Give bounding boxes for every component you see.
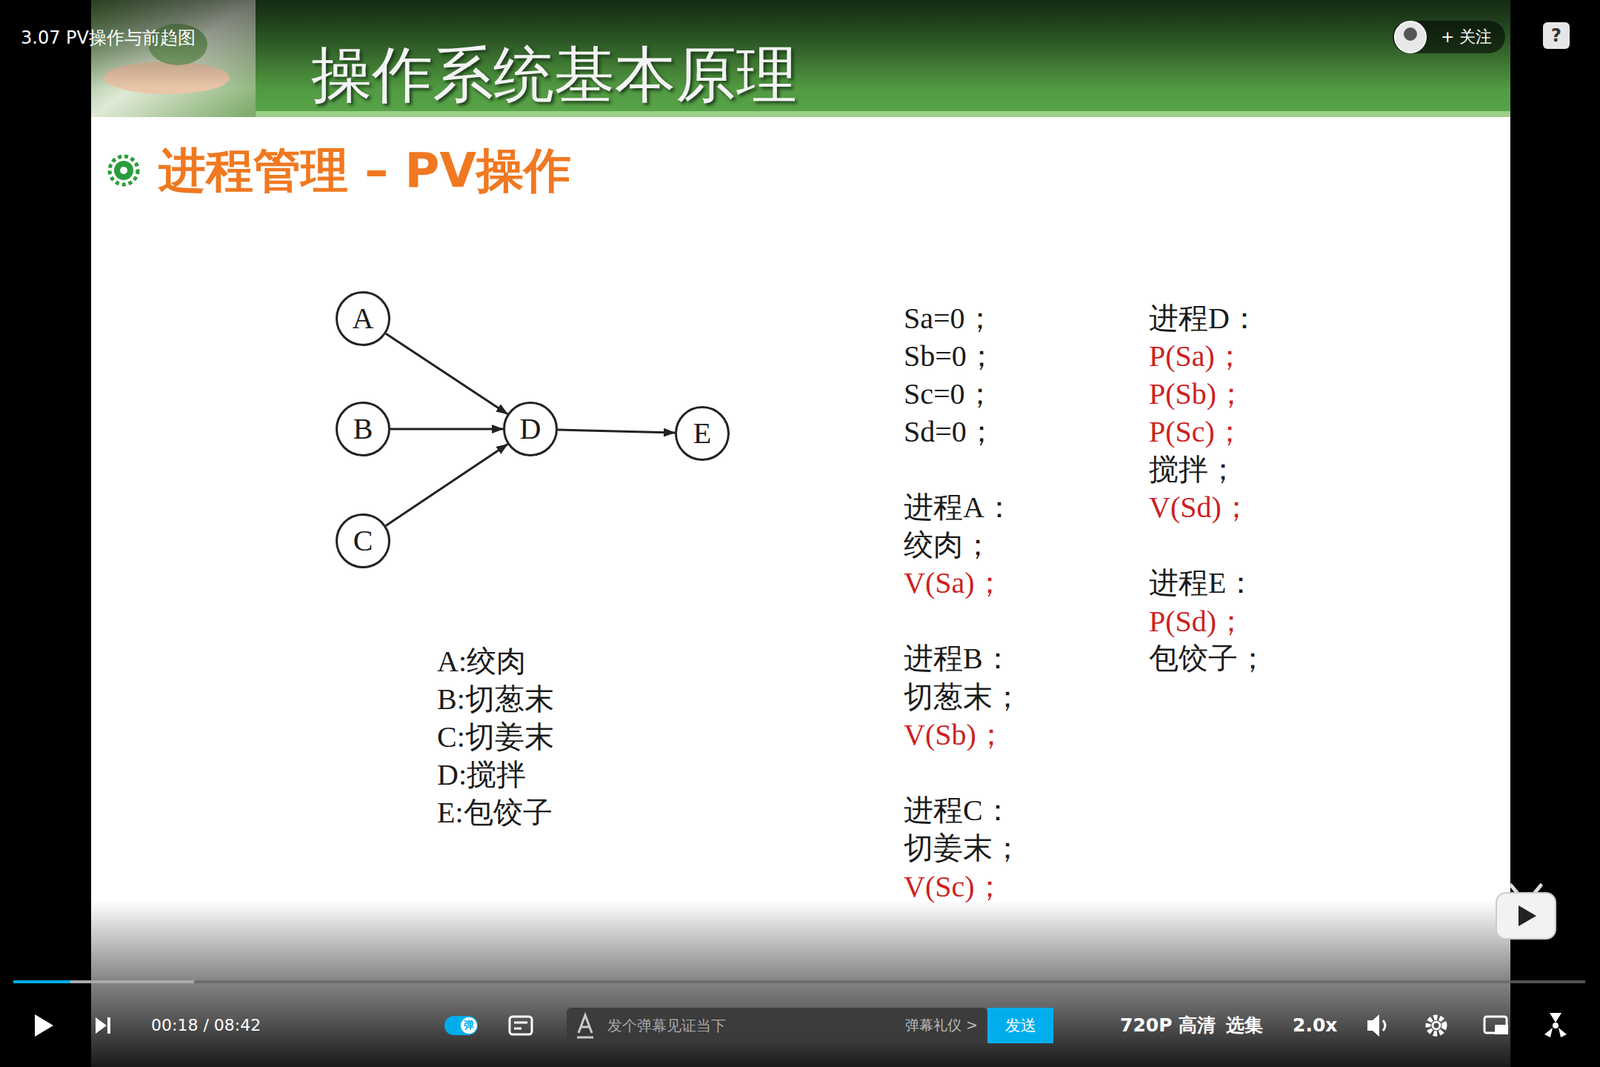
progress-played <box>13 980 71 983</box>
precedence-arrow <box>385 333 508 414</box>
settings-hole <box>1432 1021 1440 1029</box>
follow-button: + 关注 <box>1440 26 1492 48</box>
icon-blades <box>1544 1012 1567 1038</box>
code-line: V(Sc)； <box>903 868 1005 906</box>
top-shade <box>0 0 1600 89</box>
code-line: P(Sc)； <box>1148 413 1245 451</box>
next-bar <box>107 1017 111 1034</box>
process-circle: D <box>502 401 558 457</box>
icon-line <box>514 1021 528 1024</box>
icon-ring <box>109 156 138 185</box>
banner-edge <box>91 111 1511 118</box>
legend-line: E:包饺子 <box>437 794 553 832</box>
code-line: P(Sd)； <box>1148 602 1246 640</box>
legend-line: C:切姜末 <box>437 718 555 756</box>
danmu-toggle <box>444 1015 478 1035</box>
send-label: 发送 <box>1005 1015 1037 1035</box>
tv-play <box>1518 905 1537 926</box>
slide-heading: 进程管理 – PV操作 <box>158 140 572 200</box>
node-letter: A <box>352 303 375 334</box>
danmu-placeholder: 发个弹幕见证当下 <box>607 1016 726 1035</box>
avatar <box>1394 21 1426 53</box>
code-line: Sa=0； <box>903 300 995 338</box>
follow-pill <box>1392 20 1506 54</box>
tv-body <box>1496 892 1556 939</box>
extra-icon <box>1544 1012 1567 1038</box>
code-line: Sd=0； <box>903 413 997 451</box>
episode-button: 选集 <box>1225 1013 1263 1037</box>
icon-line <box>514 1027 522 1030</box>
pip-inner <box>1494 1024 1509 1035</box>
precedence-arrow <box>385 444 508 526</box>
legend-line: A:绞肉 <box>437 642 526 680</box>
node-letter: D <box>520 414 542 444</box>
code-line: V(Sb)； <box>903 716 1006 754</box>
code-line: P(Sb)； <box>1148 375 1246 413</box>
code-line: Sc=0； <box>903 375 995 413</box>
danmu-settings-icon <box>509 1016 532 1035</box>
course-banner-title: 操作系统基本原理 <box>311 37 798 115</box>
bottom-shade <box>0 900 1600 1067</box>
volume-wave <box>1382 1020 1386 1031</box>
danmu-etiquette: 弹幕礼仪 > <box>905 1016 978 1035</box>
next-icon <box>95 1017 107 1034</box>
video-title: 3.07 PV操作与前趋图 <box>20 26 196 49</box>
play-icon <box>34 1014 54 1037</box>
code-line: P(Sa)； <box>1148 337 1245 375</box>
code-line: 进程C： <box>903 791 1013 829</box>
process-circle: C <box>335 513 391 569</box>
node-letter: B <box>353 414 374 444</box>
icon-hole <box>120 166 128 175</box>
legend-line: D:搅拌 <box>437 756 526 794</box>
send-button <box>987 1007 1054 1043</box>
code-line: 搅拌； <box>1148 451 1238 489</box>
process-circle: E <box>674 405 730 461</box>
precedence-arrow <box>390 428 503 431</box>
font-icon <box>577 1014 594 1038</box>
icon-core <box>114 160 134 180</box>
quality-button: 720P 高清 <box>1120 1013 1216 1037</box>
settings-icon <box>1428 1017 1445 1034</box>
code-line: 包饺子； <box>1148 640 1268 678</box>
code-line: Sb=0； <box>903 337 997 375</box>
danmu-switch: 弹 <box>463 1018 475 1032</box>
code-line: 进程E： <box>1148 564 1256 602</box>
node-letter: C <box>353 525 374 556</box>
avatar-head <box>1403 27 1418 41</box>
node-letter: E <box>693 418 712 449</box>
code-line: 进程A： <box>903 488 1015 526</box>
heading-icon <box>109 156 138 185</box>
help-icon <box>1542 22 1570 49</box>
code-line: V(Sd)； <box>1148 488 1252 526</box>
tv-icon <box>1496 885 1556 939</box>
code-line: 切葱末； <box>903 678 1023 716</box>
toggle-knob <box>460 1017 478 1034</box>
speed-button: 2.0x <box>1292 1013 1338 1037</box>
play-time: 00:18 / 08:42 <box>151 1014 261 1036</box>
code-line: 进程B： <box>903 640 1013 678</box>
code-line: 切姜末； <box>903 829 1023 867</box>
progress-track <box>13 980 1586 983</box>
code-line: 绞肉； <box>903 526 993 564</box>
precedence-arrow <box>557 429 675 433</box>
process-circle: A <box>335 291 391 346</box>
help-mark: ? <box>1551 24 1562 47</box>
volume-icon <box>1367 1014 1380 1037</box>
code-line: V(Sa)； <box>903 564 1005 602</box>
legend-line: B:切葱末 <box>437 680 555 718</box>
danmu-input <box>566 1007 988 1043</box>
process-circle: B <box>335 401 391 457</box>
code-line: 进程D： <box>1148 300 1260 338</box>
progress-buffer <box>13 980 195 983</box>
icon-dot <box>1552 1022 1559 1029</box>
